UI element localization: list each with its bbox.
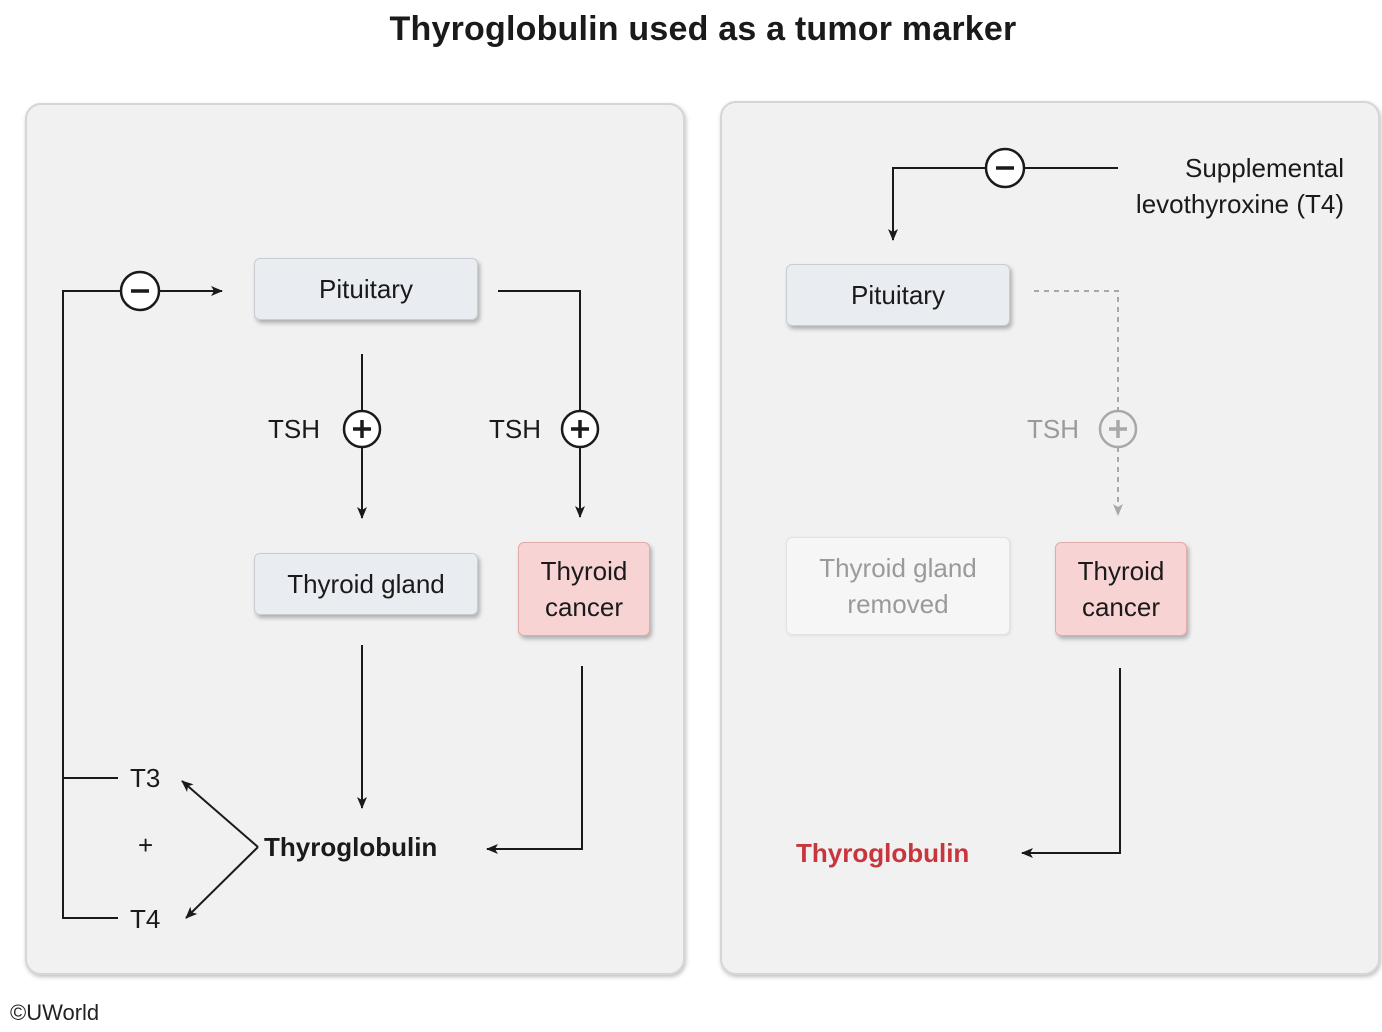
left-arrow-pituitary-to-cancer bbox=[498, 290, 585, 518]
right-thyroid-cancer-line1: Thyroid bbox=[1077, 556, 1165, 586]
left-tsh-cancer-label: TSH bbox=[489, 414, 541, 444]
plus-circle-icon bbox=[342, 409, 382, 449]
left-thyroid-cancer-line1: Thyroid bbox=[540, 556, 628, 586]
left-t3-label: T3 bbox=[130, 763, 161, 793]
right-thyroid-removed-box: Thyroid gland removed bbox=[786, 537, 1010, 635]
right-supplement-line1: Supplemental bbox=[1185, 153, 1344, 183]
left-thyroid-cancer-box: Thyroid cancer bbox=[518, 542, 650, 636]
panel-with-thyroid bbox=[25, 103, 685, 975]
right-thyroid-cancer-line2: cancer bbox=[1081, 592, 1161, 622]
diagram-title: Thyroglobulin used as a tumor marker bbox=[389, 10, 1017, 48]
minus-circle-icon bbox=[984, 147, 1026, 189]
right-tsh-label: TSH bbox=[1027, 414, 1079, 444]
right-arrow-supplement-to-pituitary bbox=[888, 167, 1118, 241]
minus-circle-icon bbox=[119, 270, 161, 312]
left-thyroid-gland-label: Thyroid gland bbox=[287, 569, 445, 599]
plus-circle-icon bbox=[560, 409, 600, 449]
left-plus-label: + bbox=[138, 830, 154, 860]
left-thyroid-cancer-line2: cancer bbox=[544, 592, 624, 622]
left-arrow-cancer-to-thyroglobulin bbox=[486, 666, 583, 854]
left-t4-label: T4 bbox=[130, 904, 161, 934]
right-thyroid-cancer-box: Thyroid cancer bbox=[1055, 542, 1187, 636]
right-thyroid-removed-line1: Thyroid gland bbox=[819, 553, 977, 583]
right-pituitary-box: Pituitary bbox=[786, 264, 1010, 326]
right-supplement-label: Supplemental levothyroxine (T4) bbox=[1100, 150, 1344, 222]
left-arrows-thyroglobulin-to-t3-t4 bbox=[181, 780, 259, 919]
left-pituitary-label: Pituitary bbox=[319, 274, 413, 304]
left-pituitary-box: Pituitary bbox=[254, 258, 478, 320]
left-tsh-gland-label: TSH bbox=[268, 414, 320, 444]
right-dashed-arrow-pituitary-to-cancer bbox=[1034, 290, 1123, 516]
left-thyroid-gland-box: Thyroid gland bbox=[254, 553, 478, 615]
right-arrow-cancer-to-thyroglobulin bbox=[1021, 668, 1121, 858]
right-thyroglobulin-label: Thyroglobulin bbox=[796, 838, 970, 868]
left-feedback-loop bbox=[62, 286, 223, 919]
plus-circle-icon bbox=[1098, 409, 1138, 449]
right-pituitary-label: Pituitary bbox=[851, 280, 945, 310]
copyright-credit: ©UWorld bbox=[10, 1000, 100, 1025]
left-thyroglobulin-label: Thyroglobulin bbox=[264, 832, 438, 862]
right-supplement-line2: levothyroxine (T4) bbox=[1135, 189, 1344, 219]
right-thyroid-removed-line2: removed bbox=[847, 589, 949, 619]
